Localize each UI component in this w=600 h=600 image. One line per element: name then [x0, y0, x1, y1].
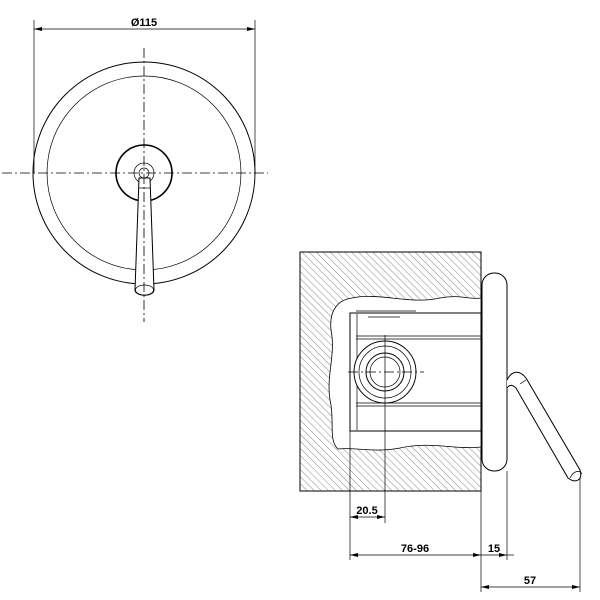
lever-tip	[135, 284, 154, 296]
diameter-label: Ø115	[131, 17, 157, 29]
front-view: Ø115	[2, 17, 268, 322]
dimension-label-lever: 57	[524, 575, 536, 587]
side-view: 20.5 76-96 15 57	[299, 251, 583, 592]
cover-plate-side	[481, 272, 508, 472]
dimension-label-plate: 15	[488, 543, 500, 555]
lever-side	[506, 371, 582, 482]
dimension-label-offset: 20.5	[356, 505, 377, 517]
lever-tip	[569, 471, 583, 479]
lever-joint	[519, 379, 527, 385]
dimension-label-depth: 76-96	[401, 543, 429, 555]
